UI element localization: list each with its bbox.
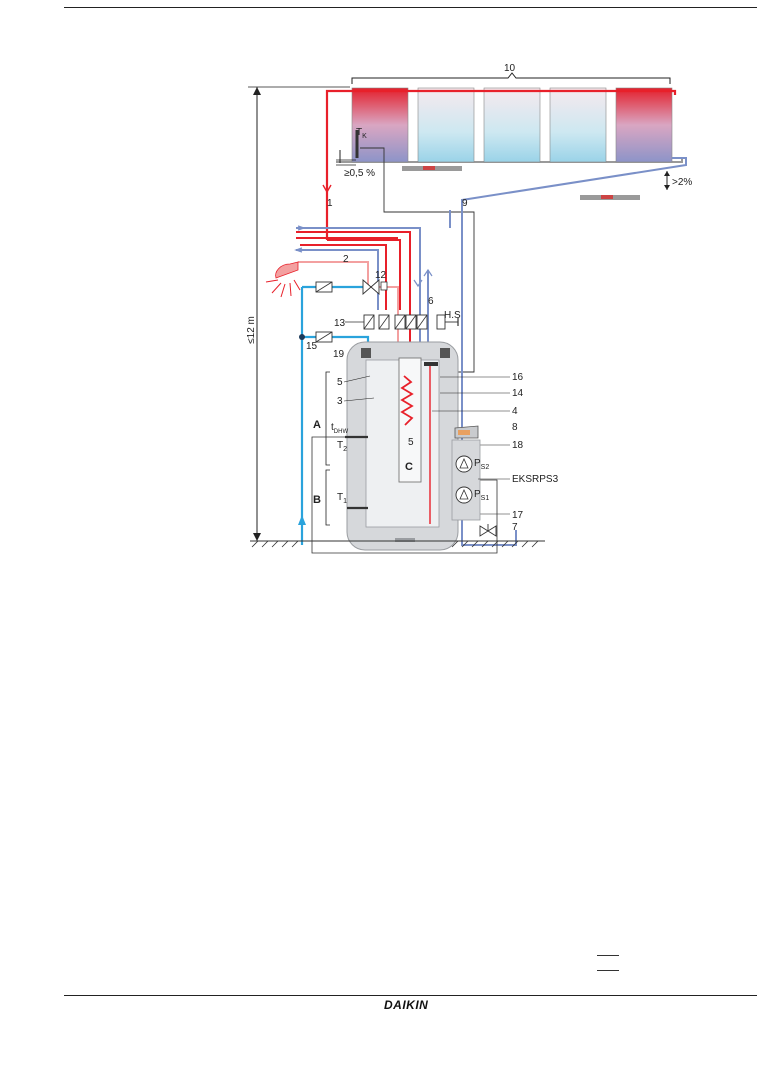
label-t1: T1 (337, 492, 347, 505)
daikin-logo: DAIKIN (384, 998, 429, 1012)
slope-annotation: ≥0,5 % >2% (336, 150, 692, 190)
collector-sensor: TK (355, 127, 475, 373)
solar-collector (417, 87, 475, 163)
label-tk: TK (356, 127, 367, 140)
label-14: 14 (512, 388, 524, 399)
label-2: 2 (343, 254, 349, 265)
label-15: 15 (306, 341, 318, 352)
label-9: 9 (462, 198, 468, 209)
label-7: 7 (512, 522, 518, 533)
height-label: ≤12 m (246, 316, 257, 344)
label-17: 17 (512, 510, 524, 521)
solar-flow-pipe (325, 89, 677, 240)
label-18: 18 (512, 440, 524, 451)
label-tdhw: tDHW (331, 422, 348, 435)
label-4: 4 (512, 406, 518, 417)
label-C: C (405, 461, 413, 473)
label-5b: 5 (408, 437, 414, 448)
label-1: 1 (327, 198, 333, 209)
solar-collector (483, 87, 541, 163)
label-3: 3 (337, 396, 343, 407)
header-rule (64, 7, 757, 8)
label-12: 12 (375, 270, 387, 281)
label-B: B (313, 494, 321, 506)
tank-labels: 19 5 3 16 14 4 8 18 17 7 (333, 349, 524, 533)
zone-brackets: A B tDHW T2 T1 (311, 371, 498, 554)
label-t2: T2 (337, 440, 347, 453)
label-5: 5 (337, 377, 343, 388)
label-6: 6 (428, 296, 434, 307)
mixing-valve-icon: 12 (362, 270, 388, 295)
label-19: 19 (333, 349, 345, 360)
solar-collector (351, 87, 409, 163)
solar-return-pipe (461, 157, 687, 546)
height-dimension: ≤12 m (246, 86, 350, 541)
label-hs: H.S (444, 310, 461, 321)
slope-label-b: >2% (672, 177, 692, 188)
pump-station: PS2 PS1 EKSRPS3 (451, 425, 559, 521)
label-13: 13 (334, 318, 346, 329)
collector-bracket: 10 (351, 63, 671, 84)
storage-tank: C 5 (346, 341, 459, 551)
ground-line (250, 540, 545, 548)
check-valve-bank: 13 6 H.S (334, 296, 461, 330)
label-p1: PS1 (474, 489, 489, 502)
label-A: A (313, 419, 321, 431)
label-p2: PS2 (474, 458, 489, 471)
footer-rule (64, 995, 757, 996)
slope-label-a: ≥0,5 % (344, 168, 375, 179)
label-model: EKSRPS3 (512, 474, 559, 485)
solar-collector (615, 87, 673, 163)
margin-mark (597, 970, 619, 971)
label-16: 16 (512, 372, 524, 383)
solar-collectors (351, 87, 673, 163)
label-10: 10 (504, 63, 516, 74)
solar-collector (549, 87, 607, 163)
drain-valve-icon (479, 524, 497, 537)
label-8: 8 (512, 422, 518, 433)
margin-mark (597, 955, 619, 956)
shower-head-icon (265, 261, 301, 298)
